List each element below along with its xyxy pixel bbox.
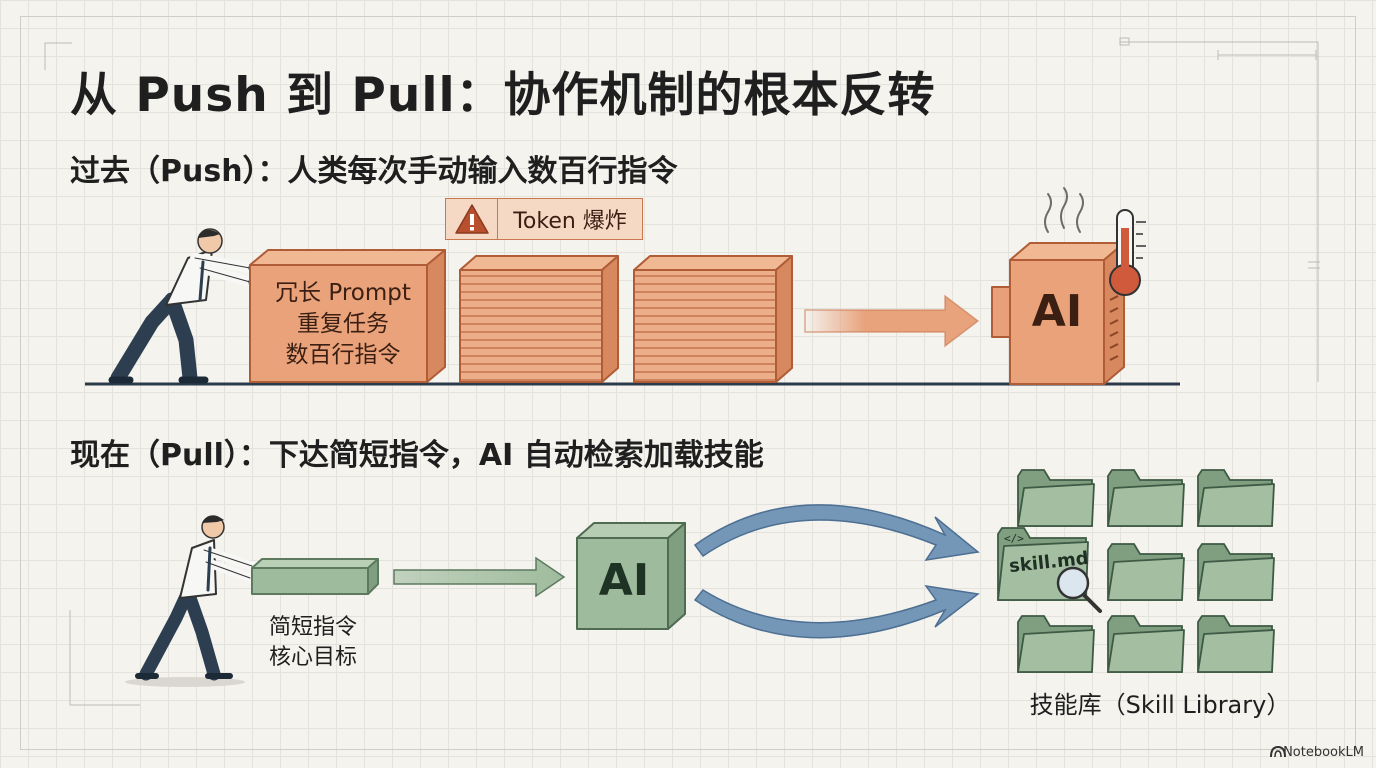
short-instruction-label: 简短指令 核心目标 xyxy=(248,613,378,673)
short-line: 核心目标 xyxy=(268,645,357,670)
retrieval-arrows xyxy=(693,504,980,639)
folder-icon xyxy=(1197,469,1275,527)
folder-icon xyxy=(1017,615,1095,673)
brand-text: NotebookLM xyxy=(1283,745,1364,760)
ai-overheating-label: AI xyxy=(1031,286,1083,337)
pull-heading: 现在（Pull）：下达简短指令，AI 自动检索加载技能 xyxy=(70,438,764,473)
warning-icon xyxy=(446,199,498,239)
magnifier-icon xyxy=(1056,566,1102,613)
skill-library-folders xyxy=(997,469,1275,673)
folder-icon xyxy=(1107,615,1185,673)
token-warning-text: Token 爆炸 xyxy=(513,209,627,234)
long-prompt-box xyxy=(249,249,446,383)
folder-icon xyxy=(1197,615,1275,673)
steam-icon xyxy=(1044,187,1084,233)
push-heading: 过去（Push）：人类每次手动输入数百行指令 xyxy=(70,154,678,189)
person-pushing-icon xyxy=(108,228,260,386)
short-line: 简短指令 xyxy=(268,615,357,640)
folder-icon xyxy=(1107,543,1185,601)
skill-library-label: 技能库（Skill Library） xyxy=(1029,691,1291,719)
folder-icon xyxy=(1107,469,1185,527)
short-instruction-bar xyxy=(251,558,379,595)
prompt-stack-box-3 xyxy=(633,255,793,383)
code-tag: </> xyxy=(1004,532,1024,545)
brand-watermark: NotebookLM xyxy=(1283,745,1364,760)
folder-icon xyxy=(1017,469,1095,527)
ai-label: AI xyxy=(598,555,650,606)
token-warning-badge: Token 爆炸 xyxy=(445,198,643,240)
box-line: 数百行指令 xyxy=(285,342,401,368)
notebooklm-logo-icon xyxy=(1270,745,1286,758)
box-line: 重复任务 xyxy=(297,311,389,337)
thermometer-icon xyxy=(1109,209,1146,296)
box-line: 冗长 Prompt xyxy=(275,280,411,306)
prompt-stack-box-2 xyxy=(459,255,619,383)
skill-md-folder-icon xyxy=(997,527,1089,601)
long-prompt-label: 冗长 Prompt 重复任务 数百行指令 xyxy=(258,278,428,371)
pull-arrow xyxy=(393,556,566,598)
push-arrow xyxy=(804,294,980,348)
ai-box xyxy=(576,522,686,630)
folder-icon xyxy=(1197,543,1275,601)
person-giving-instruction-icon xyxy=(135,515,257,681)
corner-marks xyxy=(44,37,1320,706)
page-title: 从 Push 到 Pull：协作机制的根本反转 xyxy=(70,68,936,123)
